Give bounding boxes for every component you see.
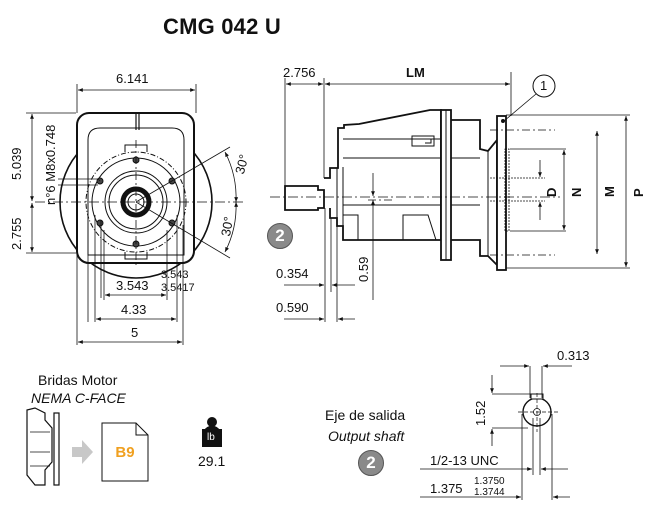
dim-key-height: 1.52 [473,400,488,426]
dim-P: P [631,188,646,197]
page-title: CMG 042 U [163,14,281,39]
dim-holes: n°6 M8x0.748 [43,124,58,205]
dim-thread: 1/2-13 UNC [430,453,499,468]
front-view [35,112,245,345]
output-shaft-detail [420,364,572,500]
dim-N: N [569,187,584,197]
dim-angle-lower: 30° [218,215,237,238]
dim-base-width: 5 [131,325,139,340]
side-view [270,74,630,271]
dim-shaft-length: 2.756 [283,65,316,80]
dim-D: D [544,187,559,197]
output-shaft-subtitle: Output shaft [328,428,405,444]
dim-shaft-offset: 0.59 [356,256,371,282]
front-dimension-lines [26,84,197,344]
dim-diameter: 1.375 [430,481,463,496]
dim-motor-length: LM [406,65,425,80]
badge-output-shaft-ref: 2 [267,223,293,249]
weight-value: 29.1 [198,453,226,469]
dim-dia-tol-upper: 1.3750 [474,476,505,487]
dim-dia-tol-lower: 1.3744 [474,487,505,498]
doc-code[interactable]: B9 [115,444,135,461]
dim-height-upper: 5.039 [9,147,24,180]
dim-0-354: 0.354 [276,266,309,281]
motor-flange-icon [26,407,60,486]
weight-unit: lb [207,432,215,443]
side-dimension-lines [284,72,628,322]
motor-flange-title: Bridas Motor [38,372,118,388]
output-shaft-title: Eje de salida [325,407,406,423]
callout-1: 1 [540,78,548,93]
arrow-right-icon [72,440,93,464]
dim-pilot-tol-lower: 3.5417 [161,282,195,294]
motor-flange-subtitle: NEMA C-FACE [31,390,126,406]
badge-output-shaft: 2 [358,450,384,476]
dim-pilot-tol-upper: 3.543 [161,269,189,281]
dim-M: M [602,186,617,197]
dim-pilot: 3.543 [116,278,149,293]
dim-0-590: 0.590 [276,300,309,315]
dim-height-lower: 2.755 [9,217,24,250]
dim-width-top: 6.141 [116,71,149,86]
dim-key-width: 0.313 [557,348,590,363]
weight-icon [202,417,222,447]
document-icon [101,422,149,482]
dim-bolt-span: 4.33 [121,302,147,317]
